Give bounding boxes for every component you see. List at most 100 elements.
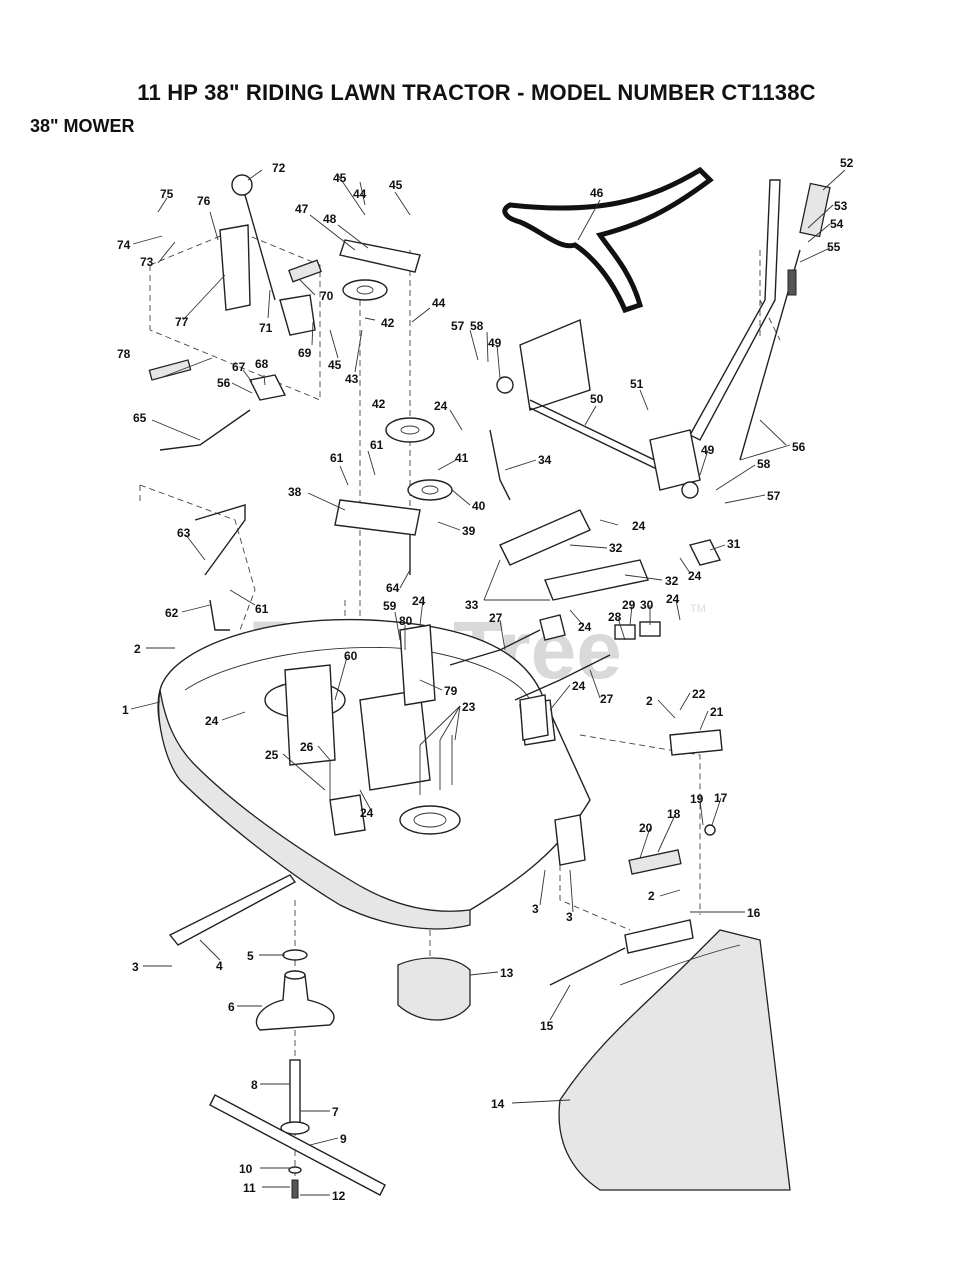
callout-72: 72 xyxy=(272,161,286,175)
callout-4: 4 xyxy=(216,959,223,973)
mower-deck xyxy=(157,618,591,930)
callout-52: 52 xyxy=(840,156,854,170)
callout-46: 46 xyxy=(590,186,604,200)
callout-8: 8 xyxy=(251,1078,258,1092)
callout-24: 24 xyxy=(578,620,592,634)
callout-30: 30 xyxy=(640,598,654,612)
callout-51: 51 xyxy=(630,377,644,391)
callout-75: 75 xyxy=(160,187,174,201)
callout-3: 3 xyxy=(566,910,573,924)
callout-43: 43 xyxy=(345,372,359,386)
callout-56: 56 xyxy=(217,376,231,390)
callout-53: 53 xyxy=(834,199,848,213)
callout-31: 31 xyxy=(727,537,741,551)
callout-24: 24 xyxy=(632,519,646,533)
callout-24: 24 xyxy=(434,399,448,413)
watermark-trademark: TM xyxy=(690,603,706,615)
callout-49: 49 xyxy=(488,336,502,350)
callout-62: 62 xyxy=(165,606,179,620)
callout-12: 12 xyxy=(332,1189,346,1203)
idler-assembly xyxy=(334,239,453,575)
lift-shaft xyxy=(496,319,701,499)
callout-23: 23 xyxy=(462,700,476,714)
callout-56: 56 xyxy=(792,440,806,454)
lift-handle xyxy=(689,179,831,461)
callout-7: 7 xyxy=(332,1105,339,1119)
callout-58: 58 xyxy=(757,457,771,471)
callout-24: 24 xyxy=(572,679,586,693)
clutch-lever xyxy=(148,174,322,401)
callout-47: 47 xyxy=(295,202,309,216)
callout-57: 57 xyxy=(767,489,781,503)
callout-67: 67 xyxy=(232,360,246,374)
callout-5: 5 xyxy=(247,949,254,963)
callout-13: 13 xyxy=(500,966,514,980)
callout-59: 59 xyxy=(383,599,397,613)
callout-27: 27 xyxy=(489,611,503,625)
callout-45: 45 xyxy=(328,358,342,372)
callout-22: 22 xyxy=(692,687,706,701)
hitch-hardware xyxy=(549,729,723,986)
callout-29: 29 xyxy=(622,598,636,612)
callout-44: 44 xyxy=(432,296,446,310)
callout-80: 80 xyxy=(399,614,413,628)
callout-41: 41 xyxy=(455,451,469,465)
callout-27: 27 xyxy=(600,692,614,706)
callout-61: 61 xyxy=(255,602,269,616)
callout-2: 2 xyxy=(646,694,653,708)
callout-3: 3 xyxy=(132,960,139,974)
callout-33: 33 xyxy=(465,598,479,612)
callout-48: 48 xyxy=(323,212,337,226)
linkage-rods xyxy=(159,409,722,741)
callout-16: 16 xyxy=(747,906,761,920)
deflectors xyxy=(397,929,791,1191)
callout-71: 71 xyxy=(259,321,273,335)
callout-34: 34 xyxy=(538,453,552,467)
callout-54: 54 xyxy=(830,217,844,231)
callout-10: 10 xyxy=(239,1162,253,1176)
callout-25: 25 xyxy=(265,748,279,762)
spindle-assembly xyxy=(209,949,386,1199)
callout-18: 18 xyxy=(667,807,681,821)
callout-61: 61 xyxy=(370,438,384,452)
callout-9: 9 xyxy=(340,1132,347,1146)
callout-32: 32 xyxy=(665,574,679,588)
callout-15: 15 xyxy=(540,1019,554,1033)
callout-69: 69 xyxy=(298,346,312,360)
callout-19: 19 xyxy=(690,792,704,806)
callout-50: 50 xyxy=(590,392,604,406)
callout-77: 77 xyxy=(175,315,189,329)
callout-17: 17 xyxy=(714,791,728,805)
callout-65: 65 xyxy=(133,411,147,425)
callout-45: 45 xyxy=(333,171,347,185)
callout-20: 20 xyxy=(639,821,653,835)
callout-40: 40 xyxy=(472,499,486,513)
callout-57: 57 xyxy=(451,319,465,333)
callout-24: 24 xyxy=(205,714,219,728)
callout-2: 2 xyxy=(648,889,655,903)
mower-belt xyxy=(502,166,714,314)
callout-78: 78 xyxy=(117,347,131,361)
callout-73: 73 xyxy=(140,255,154,269)
callout-24: 24 xyxy=(360,806,374,820)
callout-55: 55 xyxy=(827,240,841,254)
callout-leaders xyxy=(130,169,846,1196)
callout-24: 24 xyxy=(666,592,680,606)
callout-70: 70 xyxy=(320,289,334,303)
callout-42: 42 xyxy=(381,316,395,330)
callout-24: 24 xyxy=(688,569,702,583)
callout-64: 64 xyxy=(386,581,400,595)
callout-61: 61 xyxy=(330,451,344,465)
callout-1: 1 xyxy=(122,703,129,717)
page-title: 11 HP 38" RIDING LAWN TRACTOR - MODEL NU… xyxy=(137,80,816,105)
callout-21: 21 xyxy=(710,705,724,719)
callout-6: 6 xyxy=(228,1000,235,1014)
callout-79: 79 xyxy=(444,684,458,698)
callout-49: 49 xyxy=(701,443,715,457)
callout-26: 26 xyxy=(300,740,314,754)
callout-42: 42 xyxy=(372,397,386,411)
callout-74: 74 xyxy=(117,238,131,252)
callout-44: 44 xyxy=(353,187,367,201)
callout-60: 60 xyxy=(344,649,358,663)
